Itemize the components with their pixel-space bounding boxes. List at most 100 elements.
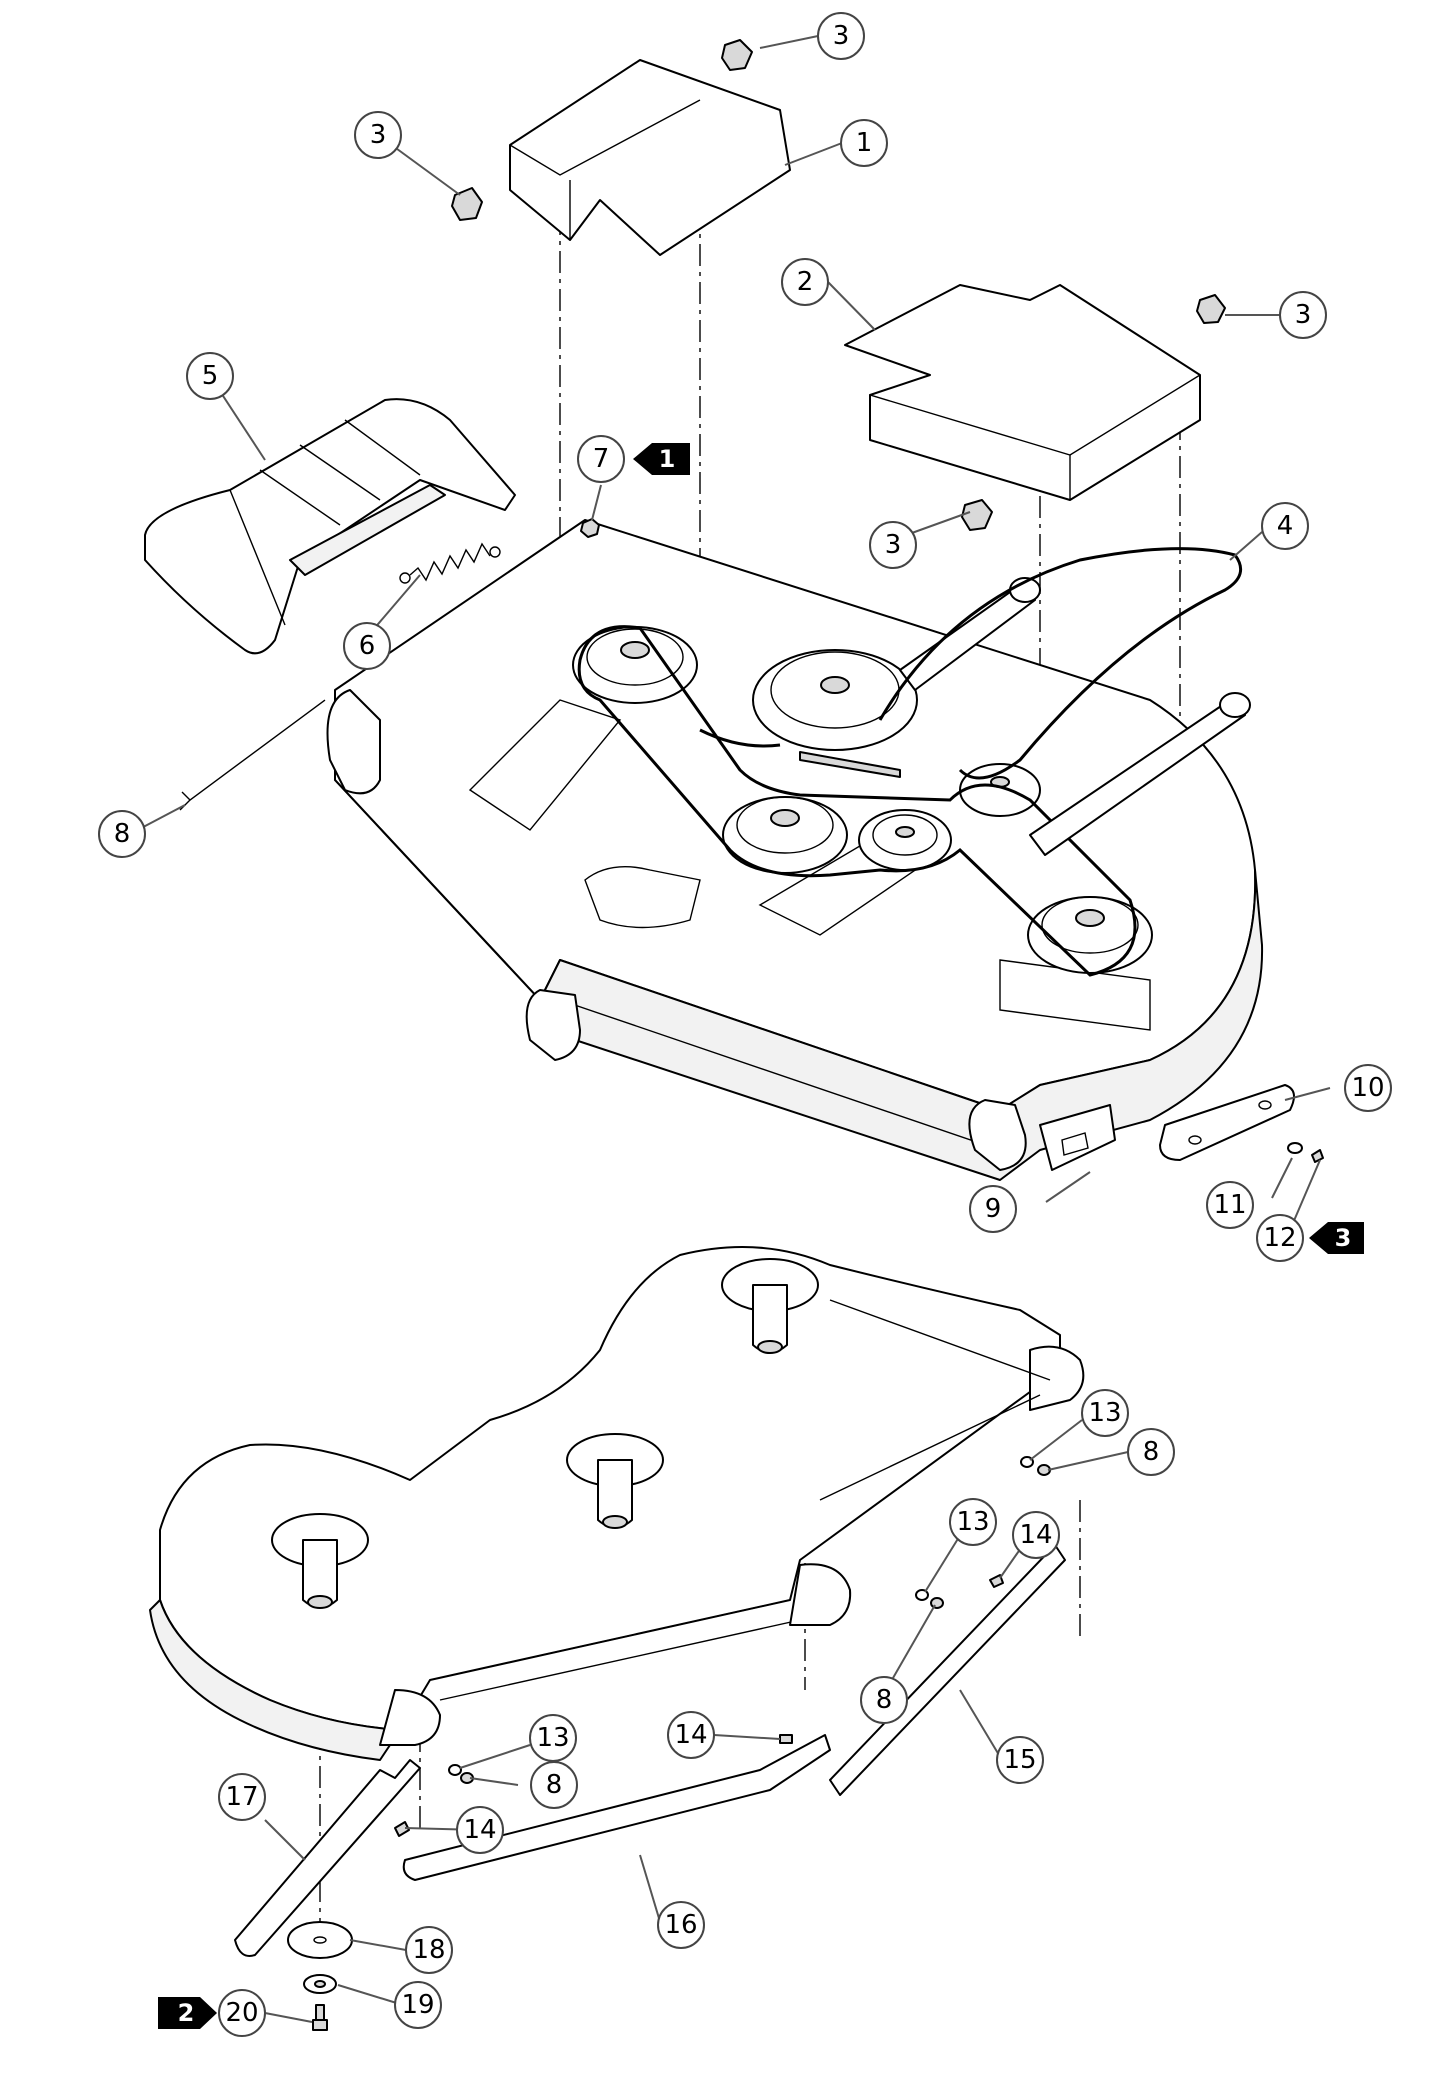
- svg-text:13: 13: [536, 1723, 569, 1753]
- svg-text:3: 3: [833, 21, 850, 51]
- callout-7: 7: [577, 435, 625, 483]
- svg-text:1: 1: [856, 128, 873, 158]
- svg-text:8: 8: [114, 819, 131, 849]
- callout-5: 5: [186, 352, 234, 400]
- chain-spring: [699, 728, 901, 778]
- svg-text:15: 15: [1003, 1745, 1036, 1775]
- svg-text:11: 11: [1213, 1190, 1246, 1220]
- item-17-blade: [234, 1759, 421, 1957]
- svg-text:13: 13: [1088, 1398, 1121, 1428]
- callout-14-left: 14: [456, 1806, 504, 1854]
- callout-9: 9: [969, 1185, 1017, 1233]
- item-8-hinge-rod: [179, 699, 326, 811]
- pulley-idler: [858, 809, 952, 871]
- callout-19: 19: [394, 1981, 442, 2029]
- item-6-spring: [399, 542, 501, 584]
- svg-text:14: 14: [1019, 1520, 1052, 1550]
- svg-text:14: 14: [674, 1720, 707, 1750]
- svg-text:1: 1: [659, 445, 676, 473]
- callout-13-left: 13: [529, 1714, 577, 1762]
- svg-text:2: 2: [178, 1999, 195, 2027]
- callout-17: 17: [218, 1773, 266, 1821]
- svg-text:14: 14: [463, 1815, 496, 1845]
- svg-text:9: 9: [985, 1194, 1002, 1224]
- item-10-roller-bracket: [1159, 1084, 1295, 1161]
- item-15-baffle: [829, 1544, 1066, 1796]
- item-20-bolt: [312, 2004, 328, 2031]
- reference-tags: 1 3 2: [158, 443, 1364, 2029]
- svg-text:8: 8: [546, 1770, 563, 1800]
- callout-8-right-upper: 8: [1127, 1428, 1175, 1476]
- spindle-center: [566, 1433, 664, 1529]
- svg-text:6: 6: [359, 631, 376, 661]
- svg-text:3: 3: [885, 530, 902, 560]
- callout-4: 4: [1261, 502, 1309, 550]
- callout-3-right: 3: [1279, 291, 1327, 339]
- deck-top-assembly: [144, 39, 1324, 1181]
- callout-8-left: 8: [530, 1761, 578, 1809]
- callout-1: 1: [840, 119, 888, 167]
- svg-text:8: 8: [1143, 1437, 1160, 1467]
- callout-3-top: 3: [817, 12, 865, 60]
- callout-6: 6: [343, 622, 391, 670]
- svg-text:12: 12: [1263, 1223, 1296, 1253]
- spindle-left: [271, 1513, 369, 1609]
- deck-belt: [577, 625, 1137, 977]
- deck-underside-assembly: [149, 1246, 1085, 2031]
- item-1-belt-cover-left: [509, 59, 791, 256]
- svg-text:10: 10: [1351, 1073, 1384, 1103]
- item-11-washer: [1287, 1142, 1303, 1154]
- svg-text:3: 3: [1295, 300, 1312, 330]
- callout-10: 10: [1344, 1064, 1392, 1112]
- callout-14-center: 14: [667, 1711, 715, 1759]
- reference-tag-3: 3: [1309, 1222, 1364, 1254]
- hardware-small-parts: [394, 1456, 1051, 1837]
- spindles: [271, 1258, 819, 1609]
- svg-text:3: 3: [1335, 1224, 1352, 1252]
- item-5-discharge-chute: [144, 398, 516, 655]
- item-9-bracket: [1039, 1104, 1116, 1171]
- svg-text:3: 3: [370, 120, 387, 150]
- svg-text:19: 19: [401, 1990, 434, 2020]
- callout-13-right-upper: 13: [1081, 1389, 1129, 1437]
- pulley-left: [572, 626, 698, 704]
- callouts: 1 2 3 3 3 3 4 5 6 7 8 8 8 8 9 10 11 12 1…: [98, 12, 1392, 2037]
- svg-text:16: 16: [664, 1910, 697, 1940]
- item-7-nut: [580, 518, 600, 538]
- svg-text:7: 7: [593, 444, 610, 474]
- svg-text:4: 4: [1277, 511, 1294, 541]
- svg-text:18: 18: [412, 1935, 445, 1965]
- svg-text:20: 20: [225, 1998, 258, 2028]
- callout-20: 20: [218, 1989, 266, 2037]
- item-3-knobs: [451, 39, 1226, 531]
- callout-13-right-lower: 13: [949, 1498, 997, 1546]
- svg-text:5: 5: [202, 361, 219, 391]
- callout-3-bottom: 3: [869, 521, 917, 569]
- tension-arms: [899, 577, 1251, 856]
- callout-16: 16: [657, 1901, 705, 1949]
- callout-11: 11: [1206, 1181, 1254, 1229]
- callout-14-right: 14: [1012, 1511, 1060, 1559]
- item-4-belt: [878, 547, 1243, 780]
- reference-tag-1: 1: [633, 443, 690, 475]
- reference-tag-2: 2: [158, 1997, 217, 2029]
- callout-3-left: 3: [354, 111, 402, 159]
- callout-18: 18: [405, 1926, 453, 1974]
- pulley-center: [722, 796, 848, 874]
- item-18-blade-adapter: [287, 1921, 353, 1959]
- svg-text:17: 17: [225, 1782, 258, 1812]
- svg-text:2: 2: [797, 267, 814, 297]
- svg-text:13: 13: [956, 1507, 989, 1537]
- pulleys: [572, 626, 1153, 974]
- spindle-right: [721, 1258, 819, 1354]
- callout-8-top: 8: [98, 810, 146, 858]
- callout-12: 12: [1256, 1214, 1304, 1262]
- callout-2: 2: [781, 258, 829, 306]
- item-2-belt-cover-right: [844, 284, 1201, 501]
- item-12-bolt: [1311, 1149, 1324, 1163]
- item-16-baffle: [402, 1734, 831, 1881]
- callout-15: 15: [996, 1736, 1044, 1784]
- item-19-washer: [303, 1974, 337, 1994]
- callout-8-right-lower: 8: [860, 1676, 908, 1724]
